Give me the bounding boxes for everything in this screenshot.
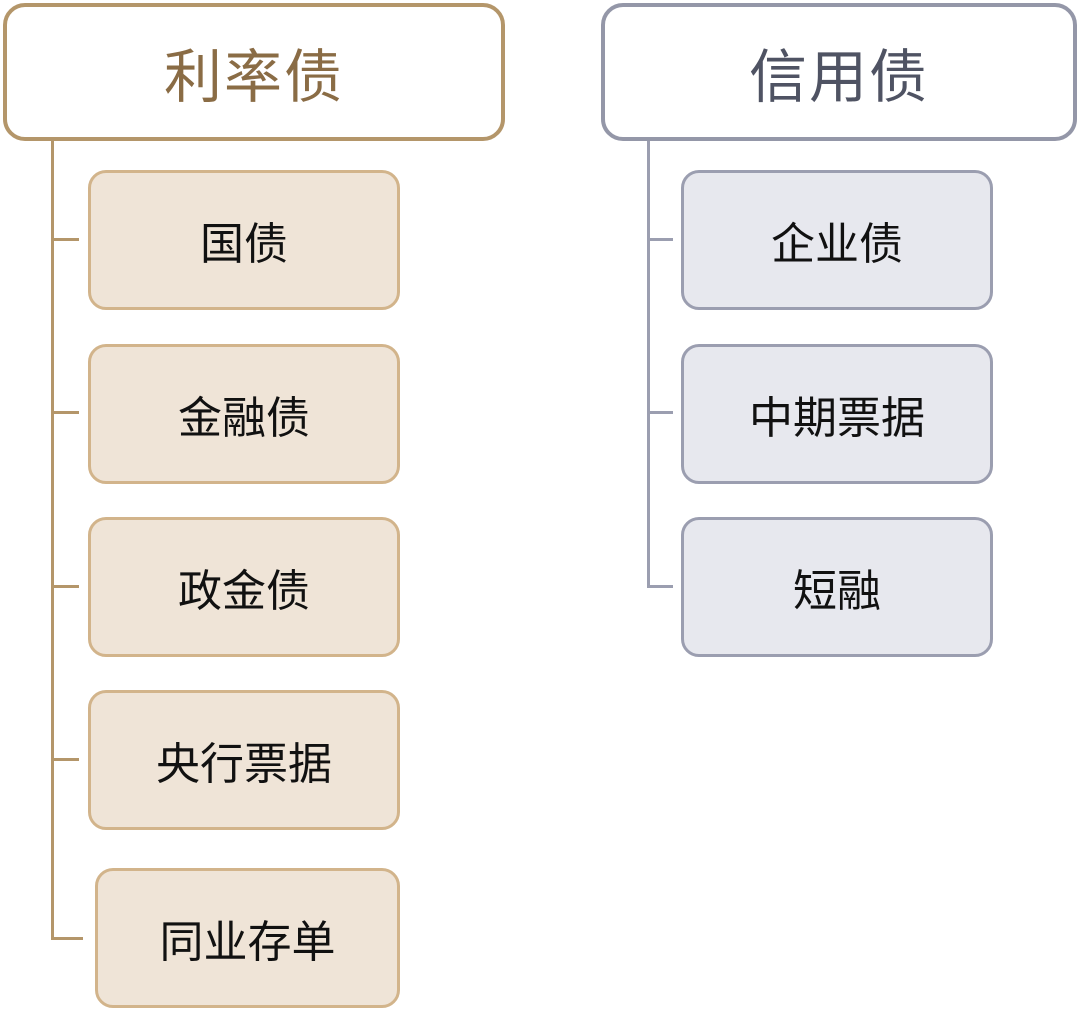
rate-bonds-connector (51, 411, 79, 414)
rate-bond-item-ncd: 同业存单 (95, 868, 400, 1008)
credit-bonds-connector (647, 238, 673, 241)
credit-bond-item-enterprise: 企业债 (681, 170, 993, 310)
rate-bond-item-central-bank-bills: 央行票据 (88, 690, 400, 830)
credit-bonds-header: 信用债 (601, 3, 1077, 141)
credit-bond-item-short-term: 短融 (681, 517, 993, 657)
credit-bonds-connector (647, 585, 673, 588)
rate-bonds-header: 利率债 (3, 3, 505, 141)
rate-bond-item-financial: 金融债 (88, 344, 400, 484)
rate-bonds-connector (51, 238, 79, 241)
credit-bonds-connector (647, 411, 673, 414)
rate-bond-item-treasury: 国债 (88, 170, 400, 310)
rate-bonds-connector (51, 937, 83, 940)
rate-bonds-connector (51, 585, 79, 588)
credit-bond-item-mtn: 中期票据 (681, 344, 993, 484)
rate-bonds-connector (51, 758, 79, 761)
rate-bond-item-policy-financial: 政金债 (88, 517, 400, 657)
rate-bonds-tree-trunk (51, 141, 54, 940)
credit-bonds-tree-trunk (647, 141, 650, 588)
